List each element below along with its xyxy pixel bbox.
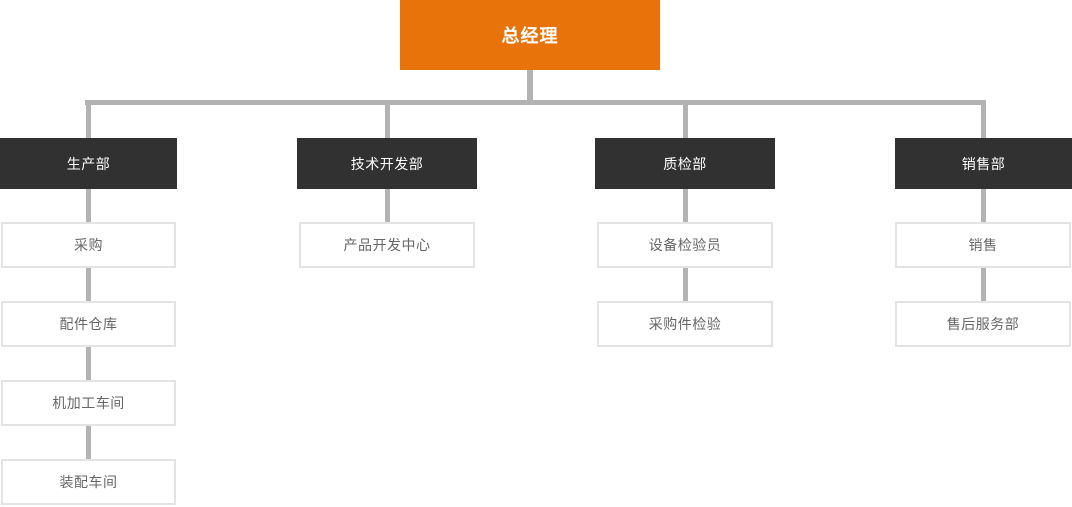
node-label: 销售部 <box>961 155 1006 172</box>
node-label: 生产部 <box>66 155 111 172</box>
node-label: 采购件检验 <box>648 316 722 332</box>
node-tech-dev-dept[interactable]: 技术开发部 <box>297 138 477 189</box>
node-label: 装配车间 <box>59 474 118 490</box>
node-equipment-inspector[interactable]: 设备检验员 <box>597 222 773 268</box>
node-sales-dept[interactable]: 销售部 <box>895 138 1072 189</box>
connector-col1-seg1 <box>86 189 91 222</box>
connector-horizontal-rail <box>85 100 986 105</box>
node-label: 质检部 <box>663 155 707 172</box>
connector-col1-seg2 <box>86 268 91 301</box>
node-parts-warehouse[interactable]: 配件仓库 <box>1 301 176 347</box>
node-product-dev-center[interactable]: 产品开发中心 <box>299 222 475 268</box>
node-label: 产品开发中心 <box>343 237 431 253</box>
connector-drop-production <box>86 101 91 139</box>
node-assembly-workshop[interactable]: 装配车间 <box>1 459 176 505</box>
node-label: 售后服务部 <box>946 316 1020 332</box>
node-machining-workshop[interactable]: 机加工车间 <box>1 380 176 426</box>
connector-drop-tech-dev <box>385 101 390 139</box>
node-label: 机加工车间 <box>52 395 125 411</box>
node-quality-dept[interactable]: 质检部 <box>595 138 775 189</box>
node-label: 销售 <box>968 237 998 253</box>
connector-col2-seg1 <box>385 189 390 222</box>
connector-col4-seg2 <box>981 268 986 301</box>
node-label: 采购 <box>74 237 103 253</box>
connector-col4-seg1 <box>981 189 986 222</box>
node-purchased-parts-inspection[interactable]: 采购件检验 <box>597 301 773 347</box>
node-purchasing[interactable]: 采购 <box>1 222 176 268</box>
node-sales[interactable]: 销售 <box>895 222 1071 268</box>
connector-col1-seg3 <box>86 347 91 380</box>
node-label: 设备检验员 <box>648 237 722 253</box>
connector-col1-seg4 <box>86 426 91 459</box>
connector-drop-sales <box>981 101 986 139</box>
node-general-manager[interactable]: 总经理 <box>400 0 660 70</box>
node-production-dept[interactable]: 生产部 <box>0 138 177 189</box>
connector-drop-quality <box>683 101 688 139</box>
node-label: 技术开发部 <box>350 155 424 172</box>
node-label: 配件仓库 <box>59 316 118 332</box>
node-after-sales-service[interactable]: 售后服务部 <box>895 301 1071 347</box>
connector-root-stem <box>527 70 533 101</box>
node-label: 总经理 <box>501 26 559 46</box>
connector-col3-seg2 <box>683 268 688 301</box>
connector-col3-seg1 <box>683 189 688 222</box>
